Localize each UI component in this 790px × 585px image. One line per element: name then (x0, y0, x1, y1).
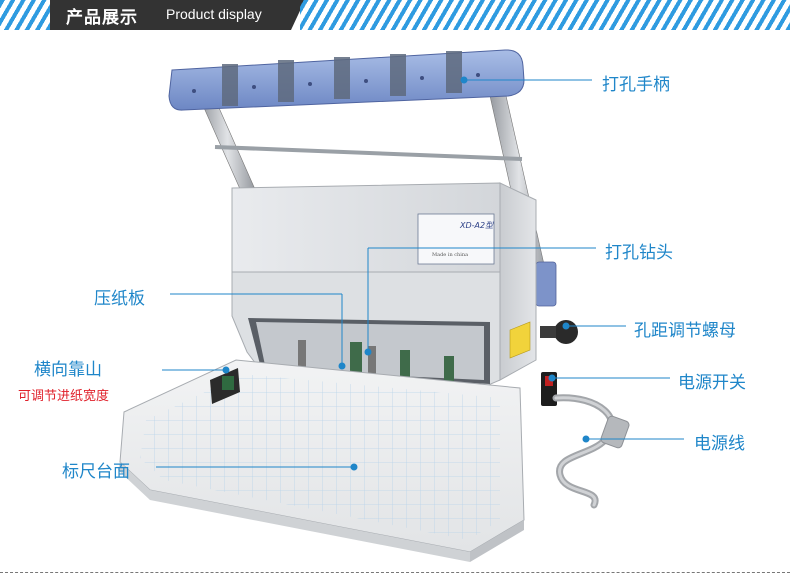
label-power-cord: 电源线 (694, 434, 745, 454)
stripe-decoration-right (300, 0, 790, 30)
ruler-table (118, 359, 525, 562)
bottom-divider (0, 572, 790, 573)
drill-assembly (298, 340, 454, 388)
label-side-guide-note: 可调节进纸宽度 (18, 389, 110, 404)
side-guide (210, 368, 240, 404)
banner-title-en: Product display (166, 6, 262, 22)
product-photo: XD-A2型 Made in china (118, 49, 684, 562)
label-drill-bit: 打孔钻头 (605, 243, 673, 263)
power-cord (552, 394, 630, 509)
callout-lines (156, 76, 684, 471)
label-spacing-nut: 孔距调节螺母 (634, 321, 736, 341)
label-side-guide: 横向靠山 (34, 360, 102, 380)
handle-grip (168, 49, 525, 111)
label-pressure-plate: 压纸板 (94, 289, 145, 309)
banner-title-cn: 产品展示 (66, 8, 138, 28)
stripe-decoration-left (0, 0, 50, 30)
label-ruler-table: 标尺台面 (62, 462, 130, 482)
header-banner: 产品展示 Product display (0, 0, 790, 30)
label-power-switch: 电源开关 (678, 373, 746, 393)
label-handle: 打孔手柄 (602, 75, 670, 95)
model-plate-origin: Made in china (432, 252, 468, 258)
banner-title-box (50, 0, 305, 30)
model-plate: XD-A2型 Made in china (417, 213, 495, 265)
model-plate-name: XD-A2型 (459, 221, 494, 230)
